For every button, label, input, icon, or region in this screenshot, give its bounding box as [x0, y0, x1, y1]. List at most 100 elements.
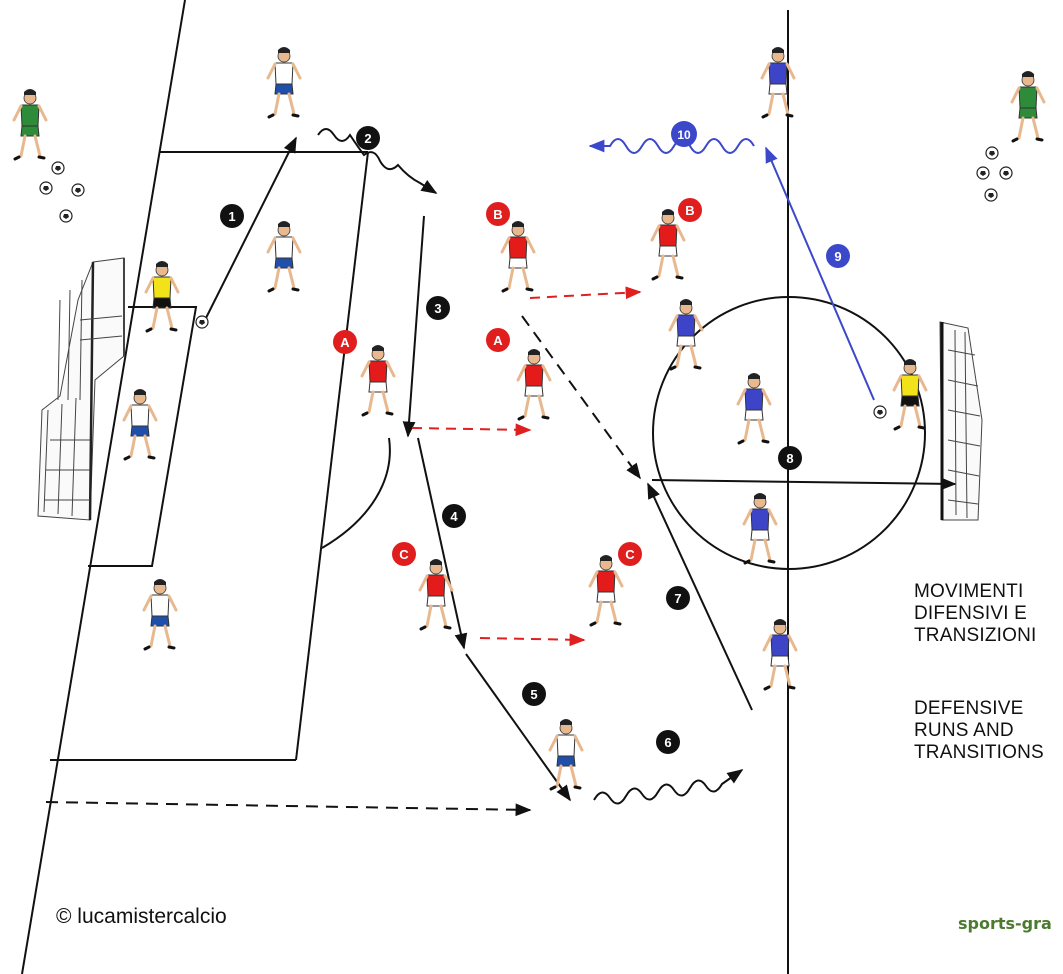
player-red	[516, 349, 552, 421]
blue-arrows	[588, 138, 875, 401]
step-marker-9: 9	[826, 244, 850, 268]
title-line: TRANSIZIONI	[914, 625, 1037, 646]
zone-markers: A A B B C C	[333, 198, 702, 566]
title-line: TRANSITIONS	[914, 742, 1044, 763]
player-red	[418, 559, 454, 631]
title-line: RUNS AND	[914, 720, 1014, 741]
player-blue	[668, 299, 704, 371]
pitch-lines	[21, 0, 926, 974]
player-blue	[760, 47, 796, 119]
run-4	[417, 437, 468, 650]
svg-text:B: B	[493, 207, 502, 222]
title-english: DEFENSIVE RUNS AND TRANSITIONS	[914, 698, 1044, 764]
run-3	[402, 215, 425, 438]
svg-text:7: 7	[674, 591, 681, 606]
svg-text:C: C	[399, 547, 409, 562]
svg-text:3: 3	[434, 301, 441, 316]
pass-1	[205, 136, 297, 319]
red-pass-a	[411, 423, 532, 437]
brand-watermark: sports-gra	[958, 914, 1052, 933]
ball-icon	[51, 161, 65, 175]
svg-text:2: 2	[364, 131, 371, 146]
step-marker-1: 1	[220, 204, 244, 228]
step-marker-8: 8	[778, 446, 802, 470]
red-pass-c	[479, 633, 586, 647]
player-blue	[762, 619, 798, 691]
red-pass-b	[529, 286, 642, 300]
svg-text:8: 8	[786, 451, 793, 466]
svg-text:5: 5	[530, 687, 537, 702]
ball-icon	[59, 209, 73, 223]
title-italian: MOVIMENTI DIFENSIVI E TRANSIZIONI	[914, 581, 1037, 647]
copyright-text: © lucamistercalcio	[56, 905, 227, 928]
run-5	[465, 653, 571, 802]
svg-text:C: C	[625, 547, 635, 562]
step-marker-6: 6	[656, 730, 680, 754]
run-7	[647, 482, 753, 711]
title-line: DEFENSIVE	[914, 698, 1024, 719]
zone-marker-b: B	[678, 198, 702, 222]
step-markers: 1 2 3 4 5 6 7 8 9 10	[220, 121, 850, 754]
coach-figure	[12, 89, 48, 161]
step-marker-10: 10	[671, 121, 697, 147]
center-circle	[652, 296, 926, 570]
left-touchline	[21, 0, 186, 974]
player-red	[650, 209, 686, 281]
zone-marker-c: C	[392, 542, 416, 566]
red-passes	[411, 286, 642, 647]
zone-marker-a: A	[486, 328, 510, 352]
svg-text:6: 6	[664, 735, 671, 750]
step-marker-7: 7	[666, 586, 690, 610]
player-white	[122, 389, 158, 461]
step-marker-2: 2	[356, 126, 380, 150]
player-white	[548, 719, 584, 791]
dashed-run-b	[521, 315, 641, 480]
goalkeeper-figure	[892, 359, 928, 431]
black-arrows	[45, 128, 957, 817]
svg-text:B: B	[685, 203, 694, 218]
penalty-arc	[321, 437, 391, 549]
ball-icon	[999, 166, 1013, 180]
blue-pass-9	[765, 146, 875, 401]
goalkeeper-figure	[144, 261, 180, 333]
dribble-6	[593, 769, 744, 805]
dribble-2	[317, 128, 438, 194]
player-blue	[742, 493, 778, 565]
player-blue	[736, 373, 772, 445]
ball-icon	[873, 405, 887, 419]
svg-text:1: 1	[228, 209, 235, 224]
svg-text:10: 10	[677, 128, 691, 142]
ball-icon	[985, 146, 999, 160]
goal-net-right	[939, 321, 983, 521]
shot-8	[651, 477, 957, 491]
player-red	[360, 345, 396, 417]
svg-text:9: 9	[834, 249, 841, 264]
player-red	[500, 221, 536, 293]
ball-icon	[195, 315, 209, 329]
title-line: DIFENSIVI E	[914, 603, 1028, 624]
zone-marker-a: A	[333, 330, 357, 354]
step-marker-3: 3	[426, 296, 450, 320]
player-red	[588, 555, 624, 627]
player-white	[142, 579, 178, 651]
zone-marker-c: C	[618, 542, 642, 566]
step-marker-5: 5	[522, 682, 546, 706]
svg-text:A: A	[340, 335, 350, 350]
penalty-area-side	[295, 151, 369, 761]
players	[12, 47, 1046, 791]
blue-dribble-10	[588, 138, 755, 154]
step-marker-4: 4	[442, 504, 466, 528]
player-white	[266, 47, 302, 119]
svg-text:A: A	[493, 333, 503, 348]
zone-marker-b: B	[486, 202, 510, 226]
svg-text:4: 4	[450, 509, 458, 524]
ball-icon	[984, 188, 998, 202]
player-white	[266, 221, 302, 293]
ball-icon	[39, 181, 53, 195]
ball-icon	[976, 166, 990, 180]
title-line: MOVIMENTI	[914, 581, 1024, 602]
goal-net-left	[37, 257, 125, 521]
dashed-run-bottom	[45, 801, 532, 817]
coach-figure	[1010, 71, 1046, 143]
